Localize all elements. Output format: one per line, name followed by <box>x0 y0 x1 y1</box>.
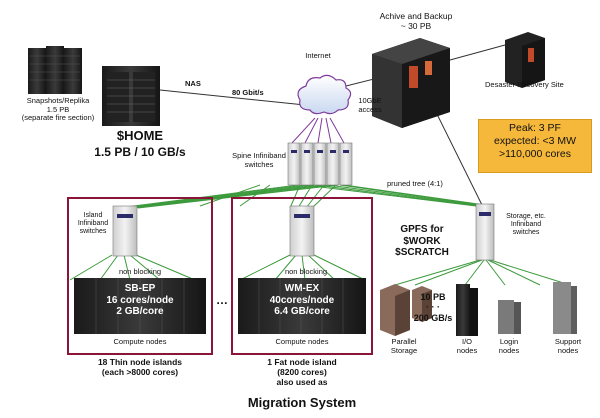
peak-line3: >110,000 cores <box>499 148 571 161</box>
compute-nodes-right: Compute nodes <box>275 337 329 346</box>
link-speed-label: 80 Gbit/s <box>232 88 264 97</box>
island-ellipsis: … <box>216 293 228 307</box>
fat-island-name: WM-EX <box>284 283 320 294</box>
io-line1: I/O <box>461 337 472 346</box>
support-line2: nodes <box>557 345 579 355</box>
support-nodes <box>553 282 577 334</box>
fat-island-border <box>231 197 373 355</box>
gpfs-line3: $SCRATCH <box>395 247 449 258</box>
login-nodes-label: Login nodes <box>492 337 526 355</box>
disaster-link <box>449 44 506 61</box>
disaster-recovery-rack <box>505 32 545 88</box>
fat-summary-line3: also used as <box>276 376 328 387</box>
thin-island-border <box>67 197 213 355</box>
parallel-line2: Storage <box>390 345 418 355</box>
thin-island-name: SB-EP <box>124 283 156 294</box>
home-storage-racks <box>102 66 160 126</box>
fat-summary-line2: (8200 cores) <box>277 366 327 377</box>
fat-island-summary: 1 Fat node island (8200 cores) also used… <box>232 357 372 387</box>
pruned-tree-label: pruned tree (4:1) <box>387 179 443 188</box>
storage-speed: 200 GB/s <box>413 312 453 323</box>
thin-compute-racks <box>74 278 206 334</box>
archive-title: Achive and Backup <box>379 11 453 21</box>
storage-switch-label: Storage, etc. Infiniband switches <box>496 213 556 237</box>
gpfs-label: GPFS for $WORK $SCRATCH <box>387 224 457 259</box>
compute-nodes-left: Compute nodes <box>113 337 167 346</box>
home-title: $HOME <box>116 128 164 143</box>
island-switch-label: Island Infiniband switches <box>73 212 113 236</box>
parallel-storage-label: Parallel Storage <box>382 337 426 355</box>
archive-label: Achive and Backup ~ 30 PB <box>376 11 456 32</box>
gpfs-line1: GPFS for <box>400 224 444 235</box>
archive-storage-link <box>429 99 483 206</box>
spine-line1: Spine Infiniband <box>232 151 286 160</box>
tengbe-line1: 10GbE <box>358 96 382 105</box>
peak-line1: Peak: 3 PF <box>509 122 561 134</box>
tengbe-line2: access <box>358 104 382 114</box>
island-switches <box>112 203 495 261</box>
thin-island-summary: 18 Thin node islands (each >8000 cores) <box>70 357 210 378</box>
archive-size: ~ 30 PB <box>400 20 432 31</box>
thin-summary-line1: 18 Thin node islands <box>97 357 183 367</box>
thin-island-memory: 2 GB/core <box>116 306 164 317</box>
island-line2: Infiniband <box>77 220 109 228</box>
snapshots-size: 1.5 PB <box>46 104 70 114</box>
fat-summary-line1: 1 Fat node island <box>267 357 337 367</box>
storage-line2: Infiniband <box>510 221 542 229</box>
io-nodes-label: I/O nodes <box>450 337 484 355</box>
storage-line1: Storage, etc. <box>506 213 546 220</box>
io-line2: nodes <box>456 345 478 355</box>
island-line1: Island <box>83 212 103 219</box>
storage-dots: · · · <box>426 302 440 313</box>
island-line3: switches <box>79 228 107 236</box>
fat-compute-racks <box>238 278 366 334</box>
parallel-line1: Parallel <box>391 337 417 346</box>
gpfs-line2: $WORK <box>403 235 441 247</box>
storage-line3: switches <box>512 229 540 237</box>
thin-island-cores: 16 cores/node <box>106 294 174 306</box>
spine-switches <box>287 142 353 186</box>
nonblocking-right: non blocking <box>284 267 328 276</box>
internet-label: Internet <box>305 51 331 60</box>
io-nodes <box>456 284 478 336</box>
thin-summary-line2: (each >8000 cores) <box>101 366 179 377</box>
peak-line2: expected: <3 MW <box>494 135 576 148</box>
internet-cloud <box>297 74 352 115</box>
archive-library <box>372 38 450 128</box>
spine-label: Spine Infiniband switches <box>226 151 292 169</box>
disaster-label: Desaster Recovery Site <box>485 80 564 89</box>
thin-island-specs: SB-EP 16 cores/node 2 GB/core <box>78 283 202 318</box>
snapshots-label: Snapshots/Replika 1.5 PB (separate fire … <box>10 96 106 123</box>
fat-island-specs: WM-EX 40cores/node 6.4 GB/core <box>242 283 362 318</box>
migration-system-label: Migration System <box>247 395 357 410</box>
nas-link <box>159 89 306 106</box>
nas-label: NAS <box>185 79 201 88</box>
home-spec: 1.5 PB / 10 GB/s <box>94 145 186 159</box>
snapshots-note: (separate fire section) <box>21 113 95 123</box>
snapshots-label-line: Snapshots/Replika <box>26 96 90 105</box>
storage-size: 10 PB <box>420 292 446 302</box>
support-nodes-label: Support nodes <box>548 337 588 355</box>
fat-island-memory: 6.4 GB/core <box>274 306 330 317</box>
parallel-storage-blocks <box>380 284 432 336</box>
fat-island-cores: 40cores/node <box>269 294 335 306</box>
login-line2: nodes <box>498 345 520 355</box>
storage-capacity: 10 PB · · · 200 GB/s <box>408 292 458 323</box>
network-links <box>69 44 571 286</box>
tengbe-label: 10GbE access <box>350 96 390 114</box>
support-line1: Support <box>554 337 582 346</box>
snapshot-racks <box>28 46 82 94</box>
spine-line2: switches <box>244 159 274 169</box>
login-line1: Login <box>499 337 519 346</box>
peak-summary-box: Peak: 3 PF expected: <3 MW >110,000 core… <box>478 119 592 173</box>
nonblocking-left: non blocking <box>118 267 162 276</box>
login-nodes <box>498 300 521 334</box>
